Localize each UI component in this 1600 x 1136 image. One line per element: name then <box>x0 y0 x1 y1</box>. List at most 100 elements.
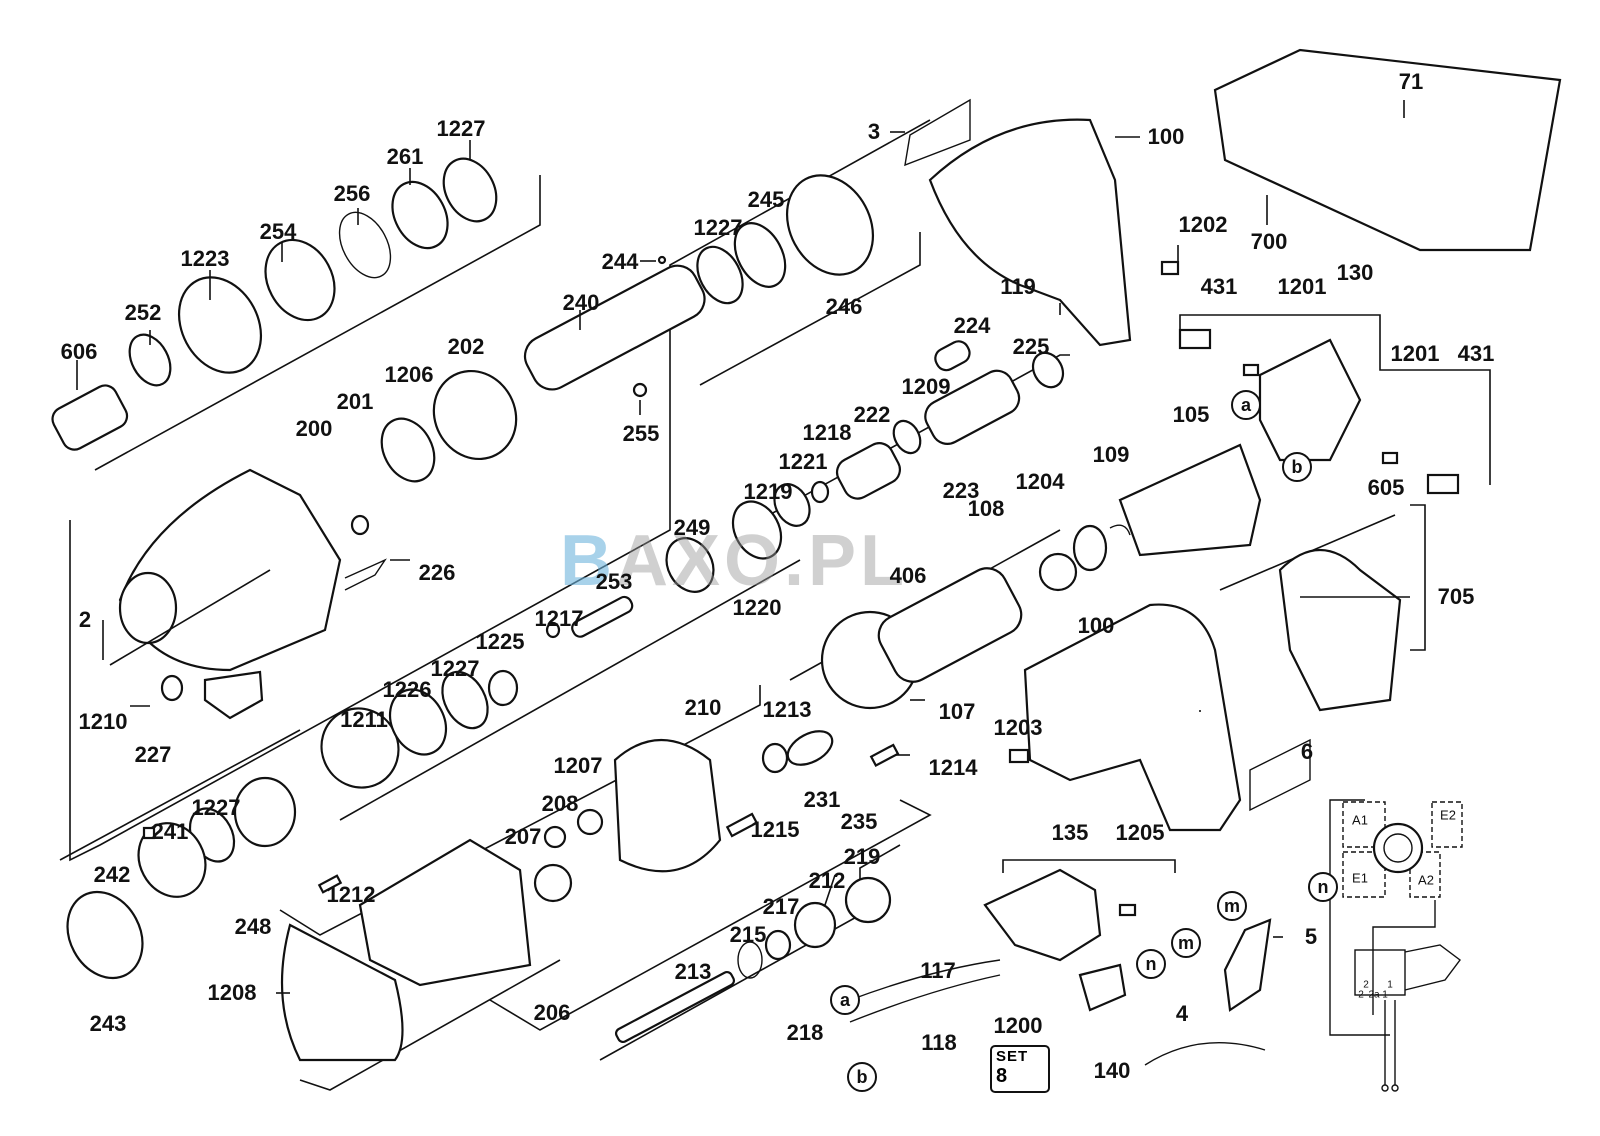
label-213: 213 <box>674 959 712 984</box>
frame-bottom <box>299 959 561 1091</box>
label-109: 109 <box>1092 442 1130 467</box>
part-1220-ring <box>731 500 783 560</box>
wd-wire-mid <box>1372 900 1436 1015</box>
label-1205: 1205 <box>1115 820 1165 845</box>
label-1223: 1223 <box>180 246 230 271</box>
label-1202: 1202 <box>1178 212 1228 237</box>
part-219-gear <box>844 876 892 924</box>
part-1208-gasket <box>280 923 404 1062</box>
label-1225: 1225 <box>475 629 525 654</box>
part-244-ball <box>657 255 667 265</box>
part-117-wire <box>849 959 1001 1001</box>
label-212: 212 <box>808 868 846 893</box>
wd-plug-pin-1 <box>1381 1084 1389 1092</box>
watermark-text: AXO.PL <box>616 521 909 601</box>
label-235: 235 <box>840 809 878 834</box>
label-1206: 1206 <box>384 362 434 387</box>
part-431-brush-cap-right <box>1426 473 1460 495</box>
label-254: 254 <box>259 219 297 244</box>
part-100-housing-half <box>928 118 1132 347</box>
label-242: 242 <box>93 862 131 887</box>
part-118-wire <box>849 974 1001 1023</box>
label-249: 249 <box>673 515 711 540</box>
label-1219: 1219 <box>743 479 793 504</box>
label-231: 231 <box>803 787 841 812</box>
label-700: 700 <box>1250 229 1288 254</box>
frame-chuck-group <box>94 175 541 471</box>
label-225: 225 <box>1012 334 1050 359</box>
part-1225-washer <box>487 669 519 707</box>
label-202: 202 <box>447 334 485 359</box>
set-kit-symbol: 8 <box>996 1065 1008 1087</box>
label-1203: 1203 <box>993 715 1043 740</box>
label-206: 206 <box>533 1000 571 1025</box>
label-261: 261 <box>386 144 424 169</box>
label-217: 217 <box>762 894 800 919</box>
label-1210: 1210 <box>78 709 128 734</box>
wd-switch-trigger <box>1404 944 1461 991</box>
marker-n-cord: n <box>1308 872 1338 902</box>
label-244: 244 <box>601 249 639 274</box>
part-253-shaft <box>571 595 634 638</box>
part-1214-screw <box>869 743 900 768</box>
label-200: 200 <box>295 416 333 441</box>
marker-n-switch: n <box>1136 949 1166 979</box>
wd-field-e1 <box>1342 851 1386 898</box>
part-140-capacitor <box>1078 963 1127 1012</box>
wd-field-a2 <box>1409 851 1441 898</box>
gear-housing <box>109 369 518 720</box>
marker-a-wire: a <box>830 985 860 1015</box>
marker-m-cord: m <box>1217 891 1247 921</box>
part-4-cable-sleeve <box>1144 1042 1266 1066</box>
label-1227-low: 1227 <box>430 656 480 681</box>
wd-terminal-1: 1 <box>1382 989 1388 1001</box>
part-261-ring <box>391 180 449 250</box>
part-231-bearing-plate <box>786 730 834 766</box>
wd-terminal-1-top: 1 <box>1387 979 1393 991</box>
part-226-clip <box>344 558 387 591</box>
label-1212: 1212 <box>326 882 376 907</box>
part-217-clutch <box>764 929 792 961</box>
label-222: 222 <box>853 402 891 427</box>
hammer-tube-parts <box>523 174 875 398</box>
label-1227-top: 1227 <box>436 116 486 141</box>
part-1206-seal <box>380 417 436 483</box>
label-223: 223 <box>942 478 980 503</box>
electrical-parts <box>849 868 1272 1066</box>
bracket-130 <box>1179 314 1491 485</box>
label-243: 243 <box>89 1011 127 1036</box>
wd-plug-pin-2 <box>1391 1084 1399 1092</box>
wd-wire-left <box>1329 799 1390 1036</box>
marker-m-switch: m <box>1171 928 1201 958</box>
label-240: 240 <box>562 290 600 315</box>
label-1204: 1204 <box>1015 469 1065 494</box>
set-kit-icon: SET 8 <box>990 1045 1050 1093</box>
label-431-right: 431 <box>1457 341 1495 366</box>
part-225-bearing <box>1031 351 1065 389</box>
part-252-ring <box>128 333 172 387</box>
wd-label-a1: A1 <box>1352 812 1368 828</box>
label-107: 107 <box>938 699 976 724</box>
part-245-ring <box>733 222 787 288</box>
part-1227-ring <box>442 157 498 223</box>
motor-parts <box>820 328 1460 710</box>
part-1213-ring <box>761 742 789 774</box>
label-245: 245 <box>747 187 785 212</box>
part-1221-ring <box>773 483 811 527</box>
label-1221: 1221 <box>778 449 828 474</box>
label-253: 253 <box>595 569 633 594</box>
part-1209-ring <box>892 419 922 455</box>
part-240-tube <box>523 264 706 391</box>
part-105-stator <box>1118 443 1262 557</box>
wd-terminal-2-top: 2 <box>1363 979 1369 991</box>
part-135-switch <box>983 868 1102 962</box>
marker-b-stator: b <box>1282 452 1312 482</box>
part-109-clip <box>1109 524 1131 536</box>
label-1218: 1218 <box>802 420 852 445</box>
motor-flange-parts <box>358 730 900 987</box>
part-1207-seal <box>576 808 604 836</box>
frame-mid <box>339 559 801 821</box>
label-140: 140 <box>1093 1058 1131 1083</box>
label-5: 5 <box>1304 924 1318 949</box>
